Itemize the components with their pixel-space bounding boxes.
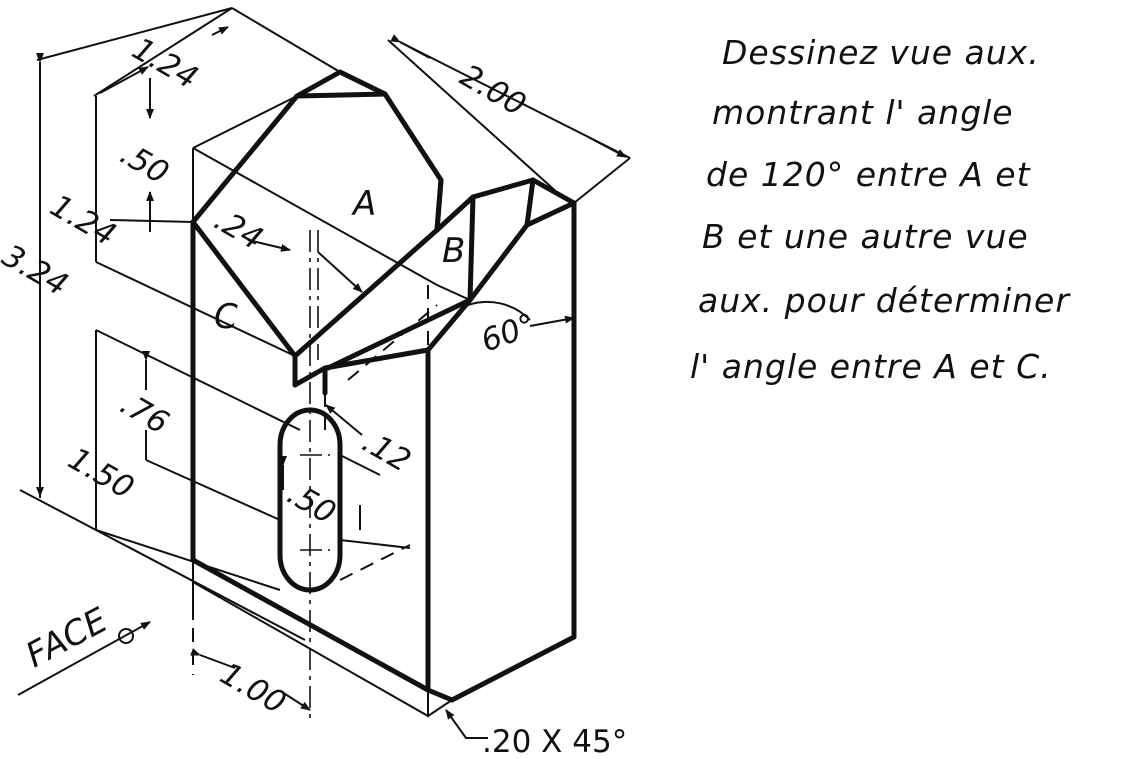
dimension-lines	[17, 7, 631, 739]
face-view-label: FACE	[19, 600, 114, 676]
face-label-c: C	[214, 297, 238, 337]
center-lines	[300, 230, 330, 720]
dim-angle: 60°	[476, 307, 540, 360]
instruction-line: montrant l' angle	[712, 93, 1014, 132]
instruction-line: l' angle entre A et C.	[690, 347, 1052, 386]
instruction-note: Dessinez vue aux. montrant l' angle de 1…	[690, 33, 1071, 386]
dim-lower-height: 1.50	[62, 441, 140, 507]
object-outline	[190, 69, 577, 703]
instruction-line: de 120° entre A et	[706, 155, 1031, 194]
dim-chamfer: .20 X 45°	[482, 724, 627, 759]
instruction-line: Dessinez vue aux.	[722, 33, 1040, 72]
dim-upper-height: 1.24	[44, 188, 122, 254]
instruction-line: aux. pour déterminer	[698, 281, 1071, 320]
face-labels: A B C	[214, 184, 465, 337]
dim-depth-top: 1.24	[126, 31, 204, 97]
hidden-lines	[192, 285, 438, 675]
face-label-b: B	[442, 231, 465, 271]
face-label-a: A	[351, 184, 376, 224]
dim-slot-center-offset: .76	[114, 386, 175, 442]
instruction-line: B et une autre vue	[702, 217, 1029, 256]
dim-base-width: 1.00	[214, 656, 292, 722]
dim-slot-width: .50	[281, 476, 342, 532]
dim-total-height: 3.24	[0, 238, 74, 304]
dim-notch-width: .24	[208, 202, 269, 258]
dim-slot-top-offset: .50	[114, 136, 175, 192]
dim-notch-depth: .12	[356, 424, 417, 480]
dim-width-top: 2.00	[454, 58, 532, 124]
